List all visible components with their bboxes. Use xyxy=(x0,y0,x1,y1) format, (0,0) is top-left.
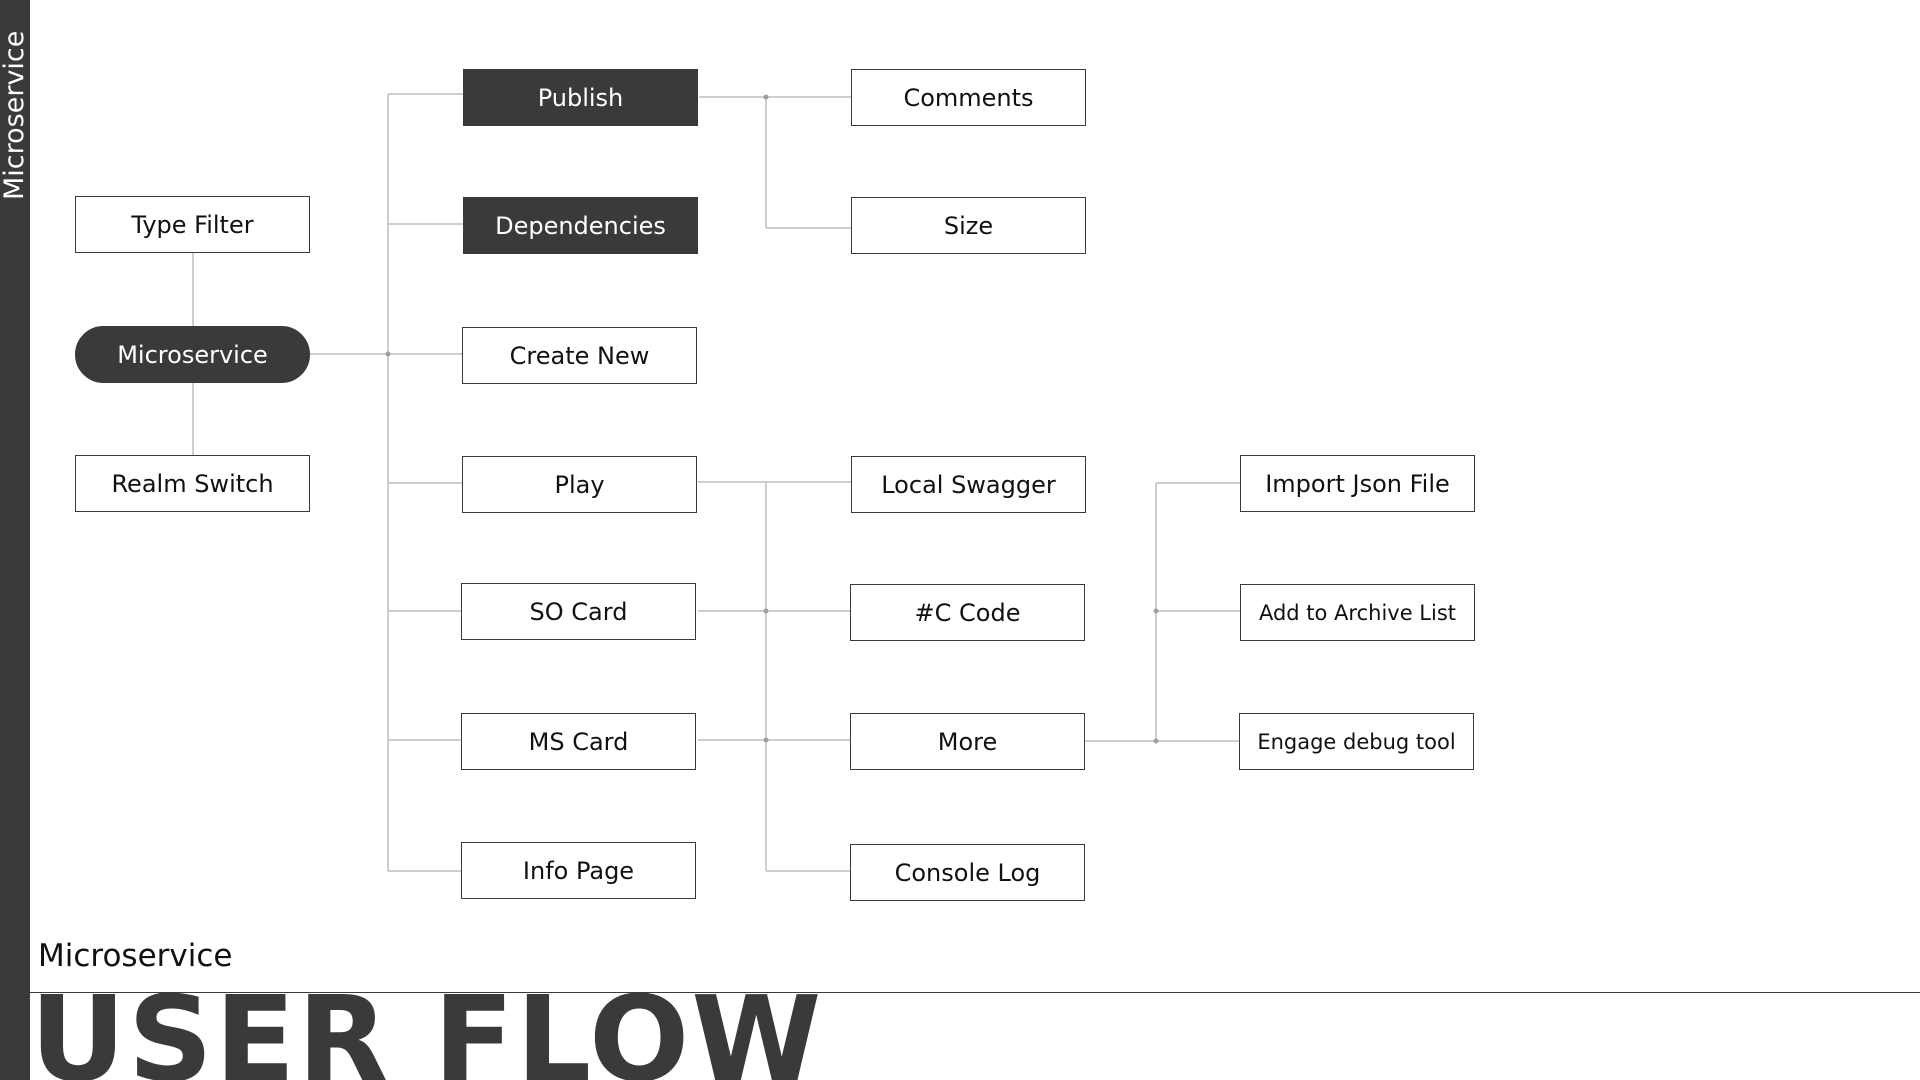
node-console-log[interactable]: Console Log xyxy=(850,844,1085,901)
node-engage-debug-tool[interactable]: Engage debug tool xyxy=(1239,713,1474,770)
node-size[interactable]: Size xyxy=(851,197,1086,254)
junction-dot xyxy=(763,737,769,743)
side-bar: Microservice xyxy=(0,0,30,1080)
node-create-new[interactable]: Create New xyxy=(462,327,697,384)
node-add-to-archive-list[interactable]: Add to Archive List xyxy=(1240,584,1475,641)
footer-subtitle: Microservice xyxy=(38,938,233,974)
junction-dot xyxy=(763,608,769,614)
node-c-code[interactable]: #C Code xyxy=(850,584,1085,641)
node-local-swagger[interactable]: Local Swagger xyxy=(851,456,1086,513)
node-so-card[interactable]: SO Card xyxy=(461,583,696,640)
footer-divider xyxy=(30,992,1920,993)
node-publish[interactable]: Publish xyxy=(463,69,698,126)
node-comments[interactable]: Comments xyxy=(851,69,1086,126)
junction-dot xyxy=(385,351,391,357)
footer-title: USER FLOW xyxy=(30,970,824,1080)
node-ms-card[interactable]: MS Card xyxy=(461,713,696,770)
node-microservice[interactable]: Microservice xyxy=(75,326,310,383)
node-type-filter[interactable]: Type Filter xyxy=(75,196,310,253)
junction-dot xyxy=(763,94,769,100)
node-realm-switch[interactable]: Realm Switch xyxy=(75,455,310,512)
node-more[interactable]: More xyxy=(850,713,1085,770)
node-play[interactable]: Play xyxy=(462,456,697,513)
node-info-page[interactable]: Info Page xyxy=(461,842,696,899)
node-import-json-file[interactable]: Import Json File xyxy=(1240,455,1475,512)
junction-dot xyxy=(1153,608,1159,614)
node-dependencies[interactable]: Dependencies xyxy=(463,197,698,254)
junction-dot xyxy=(1153,738,1159,744)
